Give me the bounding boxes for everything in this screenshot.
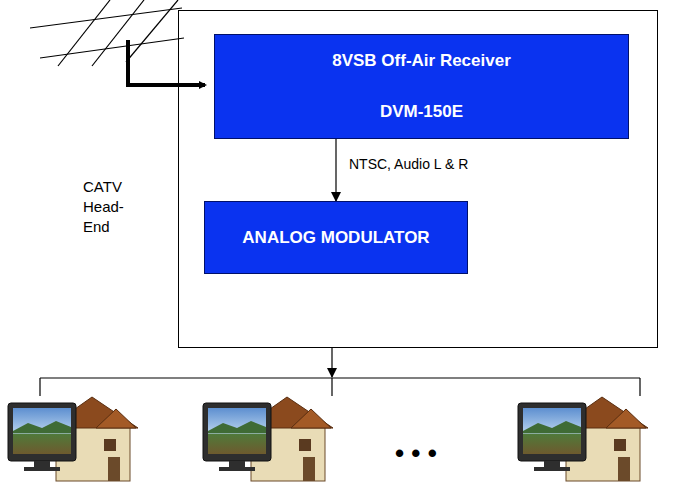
modulator-box: ANALOG MODULATOR (204, 201, 468, 274)
home-tv-picture (8, 397, 138, 481)
feed-line (128, 40, 205, 85)
box-text: DVM-150E (380, 102, 463, 122)
receiver-box: 8VSB Off-Air ReceiverDVM-150E (214, 34, 629, 139)
distribution-bus (40, 378, 640, 396)
home-tv-picture (518, 397, 648, 481)
head-end-heading: CATV Head-End (83, 177, 143, 237)
home-tv-picture (203, 397, 333, 481)
output-arrow (331, 348, 332, 377)
ellipsis-label: • • • (395, 438, 437, 468)
signal-label: NTSC, Audio L & R (347, 156, 470, 173)
box-text: ANALOG MODULATOR (242, 228, 429, 248)
box-text: 8VSB Off-Air Receiver (332, 51, 511, 71)
signal-arrow (335, 139, 336, 201)
head-end-box: CATV Head-End8VSB Off-Air ReceiverDVM-15… (178, 10, 658, 348)
antenna-symbol (30, 0, 184, 66)
